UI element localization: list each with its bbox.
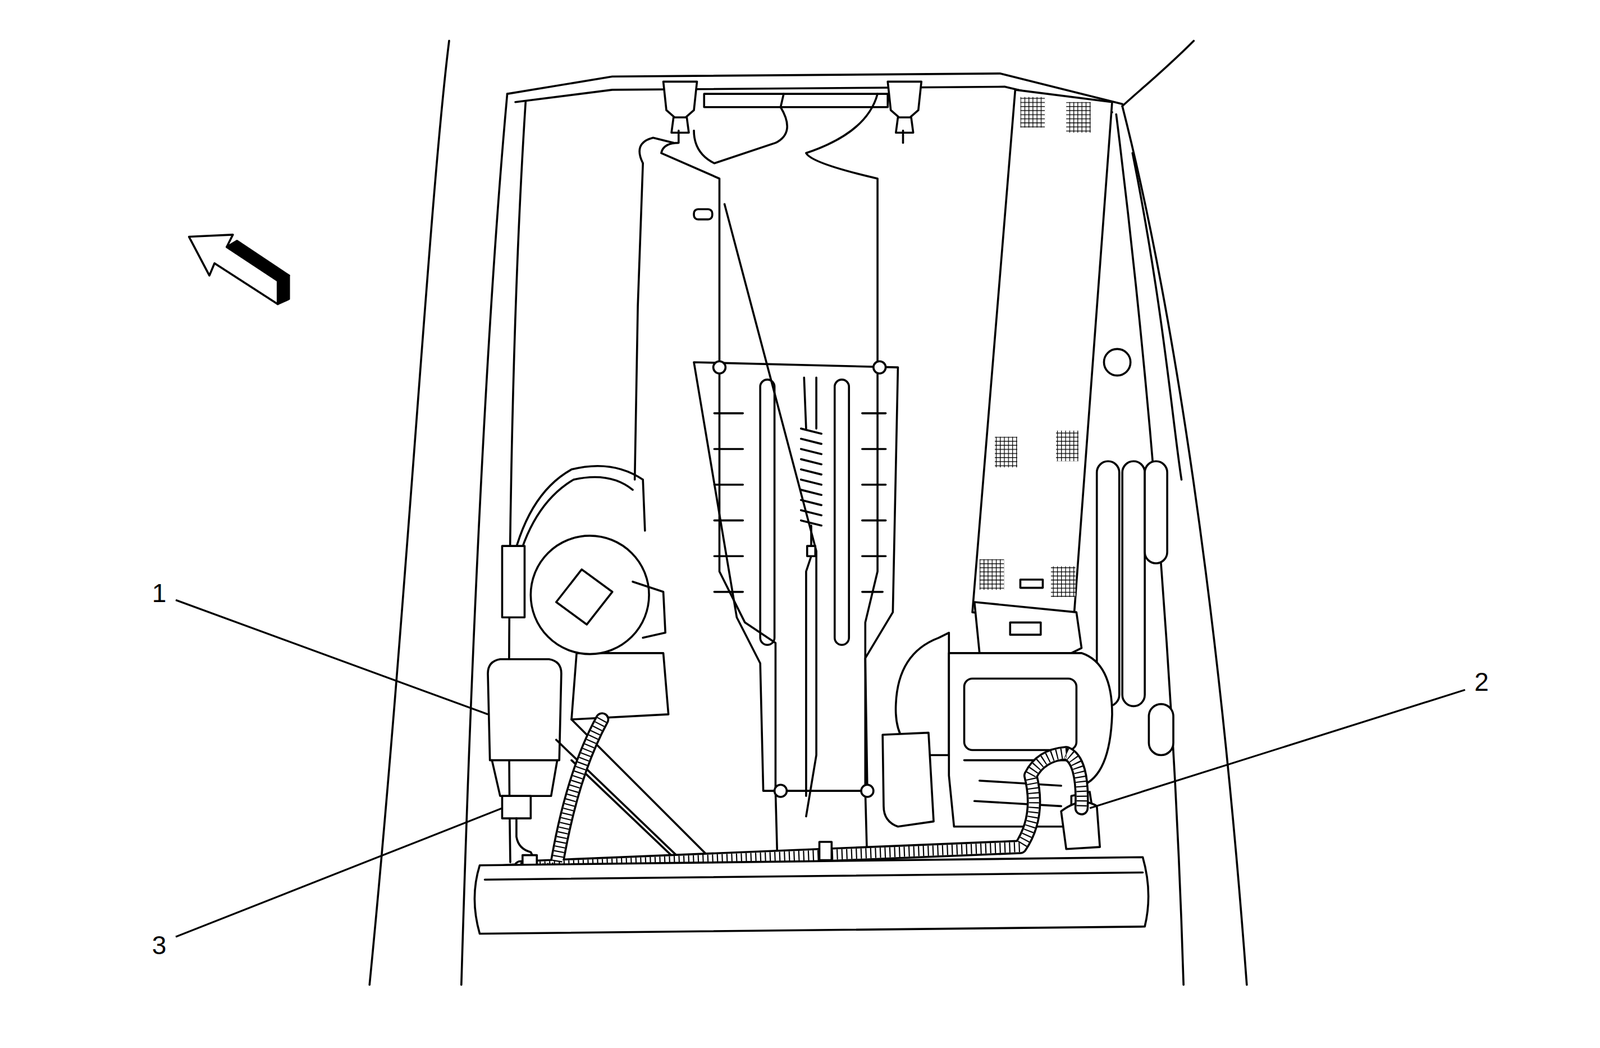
drawing-part [1050, 565, 1076, 597]
drawing-part [490, 719, 1082, 873]
drawing-part [485, 871, 1144, 880]
drawing-part [632, 581, 666, 638]
drawing-part [1122, 460, 1145, 706]
drawing-part [801, 428, 822, 526]
drawing-part [1089, 689, 1466, 808]
drawing-part [713, 360, 726, 374]
drawing-part [964, 760, 1067, 807]
drawing-part [175, 599, 488, 714]
drawing-part [1144, 460, 1168, 564]
drawing-part [896, 117, 914, 133]
drawing-part [1122, 40, 1194, 107]
drawing-part [1122, 106, 1247, 985]
drawing-part [490, 719, 1082, 873]
drawing-part [887, 81, 922, 118]
drawing-part [671, 117, 689, 133]
drawing-part [663, 81, 698, 118]
drawing-part [369, 40, 450, 985]
drawing-part [693, 93, 788, 164]
drawing-part [807, 545, 816, 556]
drawing-part [693, 362, 898, 791]
drawing-part [1009, 622, 1041, 635]
drawing-part [979, 559, 1005, 591]
drawing-part [693, 208, 713, 219]
drawing-part [1066, 102, 1091, 134]
drawing-part [1103, 348, 1131, 376]
drawing-part [974, 601, 1082, 658]
callout-number: 3 [149, 930, 169, 959]
drawing-part [806, 525, 812, 796]
drawing-part [861, 784, 874, 797]
drawing-part [634, 163, 644, 480]
drawing-part [994, 436, 1018, 468]
drawing-part [487, 659, 562, 761]
drawing-part [461, 93, 508, 985]
drawing-part [501, 545, 525, 617]
drawing-part [882, 732, 934, 827]
drawing-part [1056, 430, 1079, 462]
drawing-part [819, 841, 832, 861]
drawing-part [774, 784, 788, 797]
leader-line [175, 599, 1466, 937]
drawing-part [1116, 113, 1184, 985]
drawing-part [530, 535, 649, 655]
wire-harness [490, 719, 1082, 873]
drawing-part [704, 93, 888, 108]
drawing-part [803, 377, 817, 429]
callout-number: 2 [1472, 667, 1492, 696]
drawing-part [639, 137, 674, 163]
seat-frame [189, 40, 1247, 985]
drawing-part [902, 130, 905, 144]
drawing-part [474, 856, 1149, 934]
drawing-part [491, 760, 557, 797]
drawing-part [490, 719, 1082, 873]
drawing-part [1148, 704, 1174, 756]
drawing-part [760, 379, 775, 645]
drawing-part [972, 89, 1113, 625]
drawing-part [834, 379, 849, 645]
drawing-part [1020, 97, 1045, 128]
drawing-part [1020, 579, 1043, 588]
drawing-part [556, 569, 613, 625]
drawing-part [964, 678, 1077, 750]
drawing-part [501, 795, 531, 818]
drawing-part [175, 807, 502, 937]
drawing-part [661, 130, 778, 868]
drawing-part [226, 240, 290, 281]
drawing-part [1132, 153, 1182, 480]
callout-number: 1 [149, 578, 169, 607]
drawing-part [862, 413, 886, 592]
drawing-part [571, 652, 669, 720]
drawing-part [873, 360, 886, 374]
